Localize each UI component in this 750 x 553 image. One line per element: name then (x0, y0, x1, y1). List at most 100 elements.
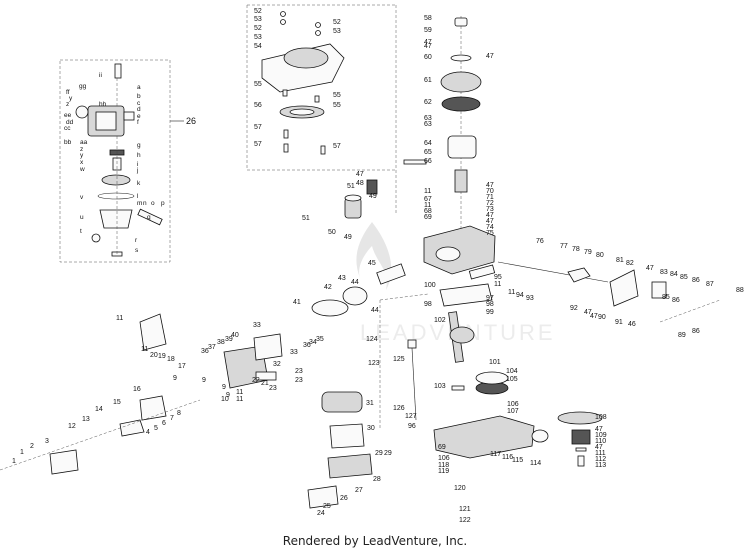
part-number-callout: 3 (45, 438, 49, 445)
part-number-callout: 111 (595, 450, 606, 457)
part-number-callout: 67 (424, 196, 432, 203)
screen-bolt-3 (320, 145, 326, 155)
kit-letter-callout: y (69, 95, 73, 102)
part-number-callout: 104 (506, 368, 518, 375)
kit-letter-callout: cc (64, 125, 71, 132)
kit-letter-callout: e (137, 113, 141, 120)
filter-washer (575, 447, 587, 452)
crank-key (451, 385, 465, 391)
exhaust-flange (49, 449, 79, 475)
part-number-callout: 11 (494, 281, 501, 288)
part-number-callout: 73 (486, 206, 494, 213)
part-number-callout: 98 (424, 301, 432, 308)
part-number-callout: 86 (672, 297, 680, 304)
part-number-callout: 125 (393, 356, 405, 363)
fuel-pump-module (366, 179, 378, 195)
part-number-callout: 19 (158, 353, 166, 360)
carb-bowl-nut (91, 233, 101, 243)
air-cleaner-base (327, 453, 373, 479)
part-number-callout: 47 (486, 218, 494, 225)
kit-callout-label: 26 (186, 116, 196, 126)
part-number-callout: 103 (434, 383, 446, 390)
part-number-callout: 117 (490, 451, 501, 458)
part-number-callout: 82 (626, 260, 634, 267)
kit-letter-callout: q (147, 214, 151, 221)
part-number-callout: 86 (692, 277, 700, 284)
part-number-callout: 79 (584, 249, 592, 256)
part-number-callout: 100 (424, 282, 436, 289)
kit-letter-callout: z (80, 146, 83, 153)
part-number-callout: 86 (692, 328, 700, 335)
kit-letter-callout: v (80, 194, 84, 201)
cylinder-head-group (139, 263, 406, 389)
kit-letter-callout: l (137, 193, 139, 200)
part-number-callout: 60 (424, 54, 432, 61)
part-number-callout: 7 (170, 415, 174, 422)
part-number-callout: 72 (486, 200, 494, 207)
part-number-callout: 47 (595, 444, 603, 451)
kit-letter-callout: c (137, 100, 141, 107)
flywheel (441, 96, 481, 112)
part-number-callout: 58 (424, 15, 432, 22)
part-number-callout: 52 (333, 19, 341, 26)
rotating-screen-hub (289, 108, 315, 116)
flywheel-nut (454, 17, 468, 27)
part-number-callout: 127 (405, 413, 417, 420)
part-number-callout: 56 (254, 102, 262, 109)
part-number-callout: 59 (424, 27, 432, 34)
head-gasket (439, 283, 493, 307)
part-number-callout: 33 (253, 322, 261, 329)
part-number-callout: 12 (68, 423, 76, 430)
kit-letter-callout: x (80, 159, 84, 166)
kit-letter-callout: h (137, 152, 141, 159)
part-number-callout: 33 (290, 349, 298, 356)
carb-choke-lever (75, 105, 89, 119)
part-number-callout: 80 (596, 252, 604, 259)
part-number-callout: 98 (486, 301, 494, 308)
part-number-callout: 29 (375, 450, 383, 457)
part-number-callout: 21 (261, 380, 269, 387)
kit-letter-callout: hh (99, 101, 107, 108)
watermark-flame-icon (356, 222, 392, 290)
part-number-callout: 38 (217, 339, 225, 346)
part-number-callout: 49 (344, 234, 352, 241)
kit-letter-callout: aa (80, 139, 88, 146)
part-number-callout: 91 (615, 319, 623, 326)
part-number-callout: 55 (333, 92, 341, 99)
part-number-callout: 9 (222, 384, 226, 391)
part-number-callout: 11 (508, 289, 515, 296)
part-number-callout: 25 (323, 503, 331, 510)
part-number-callout: 9 (226, 392, 230, 399)
part-number-callout: 68 (424, 208, 432, 215)
kit-letter-callout: gg (79, 83, 87, 90)
part-number-callout: 102 (434, 317, 446, 324)
oil-fill-plug (531, 429, 549, 443)
part-number-callout: 42 (324, 284, 332, 291)
part-number-callout: 35 (316, 336, 324, 343)
fuel-pump-group (344, 179, 378, 219)
part-number-callout: 47 (424, 43, 432, 50)
blower-housing-opening (283, 47, 329, 69)
part-number-callout: 31 (366, 400, 374, 407)
carb-screw (114, 63, 122, 79)
part-number-callout: 48 (356, 180, 364, 187)
part-number-callout: 6 (162, 420, 166, 427)
kit-dashed-box (59, 59, 171, 263)
part-number-callout: 11 (424, 202, 431, 209)
kit-letter-callout: s (135, 247, 139, 254)
part-number-callout: 87 (706, 281, 714, 288)
part-number-callout: 47 (356, 171, 364, 178)
kit-letter-callout: a (137, 84, 141, 91)
part-number-callout: 55 (254, 81, 262, 88)
part-number-callout: 113 (595, 462, 606, 469)
engine-crankcase (423, 225, 496, 275)
part-number-callout: 32 (273, 361, 281, 368)
kit-letter-callout: i (137, 161, 138, 168)
part-number-callout: 110 (595, 438, 606, 445)
carburetor-assembly (307, 485, 339, 509)
dipstick-cap (407, 339, 417, 349)
part-number-callout: 81 (616, 257, 624, 264)
kit-letter-callout: z (66, 101, 69, 108)
part-number-callout: 109 (595, 432, 607, 439)
rendered-by-footer: Rendered by LeadVenture, Inc. (282, 534, 468, 548)
